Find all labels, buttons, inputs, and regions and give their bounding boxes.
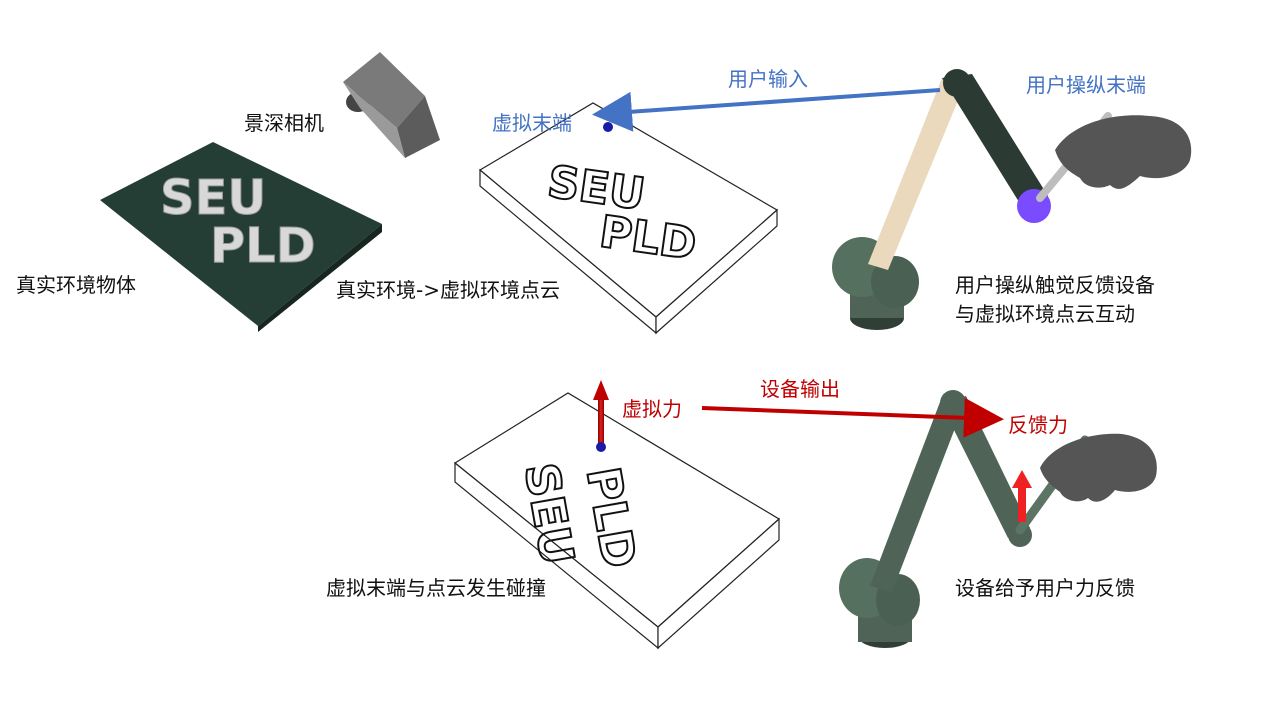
label-real-object: 真实环境物体	[16, 273, 136, 297]
label-real-to-cloud: 真实环境->虚拟环境点云	[336, 278, 560, 302]
label-feedback-force: 反馈力	[1008, 413, 1068, 437]
haptic-device-bottom	[839, 390, 1157, 648]
label-virtual-end: 虚拟末端	[492, 111, 572, 135]
label-user-interact-2: 与虚拟环境点云互动	[955, 302, 1135, 326]
label-user-input: 用户输入	[728, 67, 808, 91]
real-object-slab: SEU PLD	[100, 142, 382, 332]
user-input-arrow	[592, 88, 941, 132]
force-arrow-icon	[598, 398, 604, 448]
feedback-force-arrow-icon	[1012, 470, 1032, 522]
haptic-device-top	[832, 69, 1192, 330]
label-device-output: 设备输出	[760, 377, 840, 401]
point-cloud-plate-top: SEU PLD	[478, 102, 779, 335]
label-depth-camera: 景深相机	[244, 111, 324, 135]
real-text-line1: SEU	[160, 170, 266, 226]
device-output-arrow	[701, 397, 1004, 438]
real-text-line2: PLD	[210, 218, 316, 274]
collision-endpoint-icon	[596, 442, 606, 452]
hand-icon-bottom	[1040, 433, 1157, 502]
label-user-end: 用户操纵末端	[1026, 73, 1146, 97]
label-device-feedback: 设备给予用户力反馈	[955, 576, 1135, 600]
virtual-endpoint-icon	[603, 122, 613, 132]
label-user-interact-1: 用户操纵触觉反馈设备	[955, 273, 1155, 297]
point-cloud-plate-bottom: SEU PLD	[453, 380, 781, 650]
label-virtual-force: 虚拟力	[622, 397, 682, 421]
hand-icon	[1055, 115, 1192, 189]
label-collision: 虚拟末端与点云发生碰撞	[326, 576, 546, 600]
depth-camera-icon	[343, 52, 440, 158]
